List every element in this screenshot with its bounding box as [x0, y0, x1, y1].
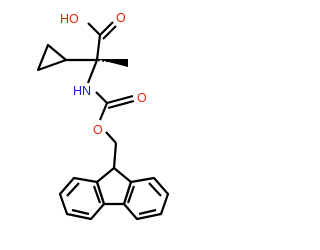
bond-carboxyl-carbonyl-2	[102, 25, 117, 40]
amine-linkage: HN	[73, 59, 99, 98]
carbonyl-oxygen-label: O	[116, 11, 126, 25]
cyclopropyl-ring	[36, 43, 97, 72]
molecule-canvas: HO O HN O O	[36, 11, 170, 221]
right-benzene-double-3	[126, 185, 136, 204]
carbamate-group: O O	[93, 91, 147, 169]
bond-methylene-fluorenyl	[112, 142, 118, 169]
amine-label: HN	[73, 84, 91, 98]
bond-carbamate-carbonyl-1	[106, 94, 134, 105]
methyl-hashed-wedge	[97, 58, 128, 67]
bond-ether-methylene	[105, 131, 117, 144]
fluorene-right-benzene	[122, 176, 170, 221]
left-benzene-double-1	[66, 182, 80, 197]
bond-calpha-methyl	[97, 58, 127, 65]
left-benzene-double-2	[71, 208, 90, 216]
carboxylic-acid-group: HO O	[60, 11, 126, 61]
right-benzene-double-1	[148, 182, 162, 197]
bond-carbamate-carbonyl-2	[107, 99, 135, 110]
methyl-wedge-shape	[97, 59, 128, 67]
ether-oxygen-label: O	[93, 123, 103, 137]
bond-carboxyl-carbonyl-1	[99, 21, 114, 36]
cyclopropane-triangle	[36, 43, 68, 72]
fluorene-five-ring	[95, 166, 133, 206]
bond-carbamate-ether-oxygen	[98, 102, 109, 121]
hydroxyl-label: HO	[60, 12, 79, 26]
fluorenyl-group	[58, 166, 170, 221]
carbamate-carbonyl-oxygen-label: O	[137, 91, 147, 105]
fluorene-left-benzene	[58, 176, 106, 221]
left-benzene-double-3	[92, 185, 102, 204]
right-benzene-double-2	[138, 208, 157, 216]
structure-drawing: HO O HN O O	[36, 11, 170, 221]
bond-calpha-carboxyl	[95, 34, 102, 61]
bond-carboxyl-hydroxyl	[87, 22, 101, 36]
bond-calpha-nitrogen	[86, 59, 99, 84]
bond-nitrogen-carbamate-carbon	[95, 91, 108, 104]
